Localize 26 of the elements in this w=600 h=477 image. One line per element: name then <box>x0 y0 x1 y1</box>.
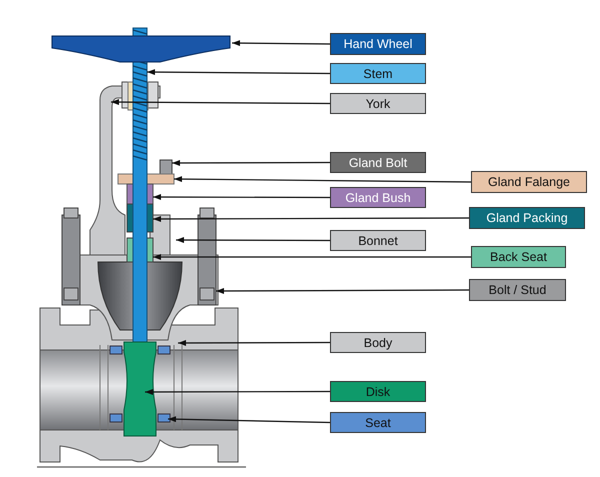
part-label: Bonnet <box>330 230 426 251</box>
leader-line <box>153 216 469 222</box>
part-label: Body <box>330 332 426 353</box>
leader-line <box>153 254 471 260</box>
part-label: Disk <box>330 381 426 402</box>
leader-line <box>176 237 330 244</box>
part-label: Bolt / Stud <box>469 279 566 301</box>
part-label: Stem <box>330 63 426 84</box>
leader-line <box>147 69 330 76</box>
leader-line <box>172 160 330 166</box>
leader-line <box>216 288 469 294</box>
part-label: Back Seat <box>471 246 566 268</box>
part-label: Gland Bolt <box>330 152 426 173</box>
leader-line <box>174 176 471 183</box>
leader-line <box>153 194 330 200</box>
leader-line <box>232 40 330 46</box>
leader-line <box>168 416 330 424</box>
part-label: Gland Falange <box>471 171 587 193</box>
part-label: Seat <box>330 412 426 433</box>
part-label: Gland Packing <box>469 207 585 229</box>
leader-line <box>178 340 330 346</box>
leader-line <box>145 388 330 395</box>
part-label: Gland Bush <box>330 187 426 208</box>
part-label: York <box>330 93 426 114</box>
part-label: Hand Wheel <box>330 33 426 55</box>
leader-line <box>111 99 330 106</box>
